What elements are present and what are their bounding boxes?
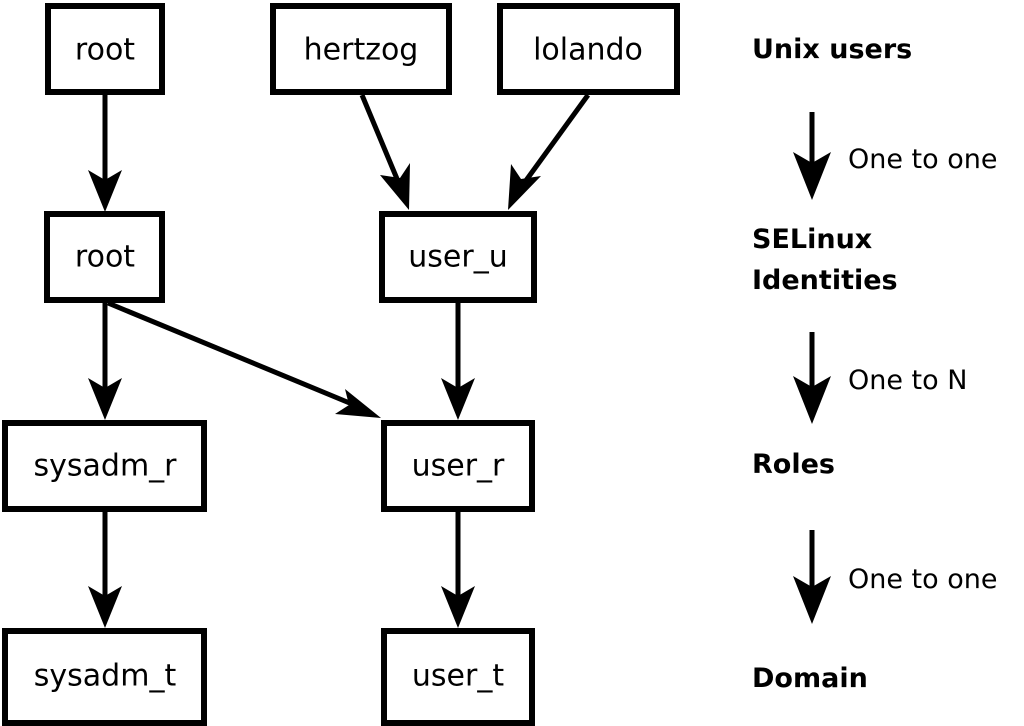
node-unix-hertzog[interactable]: hertzog [270, 3, 452, 95]
legend-arrow-role-to-domain [793, 530, 831, 624]
legend-level-domain: Domain [752, 663, 868, 694]
edge-sysadm-r-to-sysadm-t [88, 512, 122, 628]
legend-level-unix-users: Unix users [752, 34, 912, 65]
edge-hertzog-to-user-u [359, 94, 410, 210]
node-role-user-r[interactable]: user_r [381, 420, 535, 512]
node-domain-sysadm-t-label: sysadm_t [34, 659, 177, 694]
node-unix-hertzog-label: hertzog [304, 33, 419, 68]
node-domain-sysadm-t[interactable]: sysadm_t [2, 628, 207, 726]
edge-lolando-to-user-u [508, 93, 591, 210]
legend-level-selinux-identities-line2: Identities [752, 265, 898, 296]
edge-identity-root-to-user-r [107, 300, 381, 418]
edge-identity-root-to-sysadm-r [88, 303, 122, 420]
legend-relation-identity-to-role: One to N [848, 365, 967, 396]
node-domain-user-t-label: user_t [412, 659, 504, 694]
node-identity-user-u-label: user_u [408, 240, 507, 275]
node-domain-user-t[interactable]: user_t [381, 628, 535, 726]
node-role-user-r-label: user_r [412, 449, 505, 484]
node-identity-root[interactable]: root [44, 211, 165, 303]
legend-level-roles: Roles [752, 449, 835, 480]
edge-user-r-to-user-t [441, 512, 475, 628]
node-unix-root-label: root [75, 33, 135, 68]
legend-relation-role-to-domain: One to one [848, 564, 998, 595]
node-identity-user-u[interactable]: user_u [379, 211, 537, 303]
legend-arrow-unix-to-identity [793, 112, 831, 200]
edge-unix-root-to-identity-root [88, 95, 122, 212]
node-identity-root-label: root [75, 240, 135, 275]
node-unix-lolando-label: lolando [533, 33, 643, 68]
legend-arrow-identity-to-role [793, 332, 831, 424]
node-unix-root[interactable]: root [45, 3, 165, 95]
node-role-sysadm-r[interactable]: sysadm_r [2, 420, 207, 512]
node-unix-lolando[interactable]: lolando [497, 3, 680, 95]
node-role-sysadm-r-label: sysadm_r [34, 449, 178, 484]
edge-user-u-to-user-r [441, 302, 475, 420]
legend-level-selinux-identities-line1: SELinux [752, 224, 872, 255]
legend-relation-unix-to-identity: One to one [848, 144, 998, 175]
